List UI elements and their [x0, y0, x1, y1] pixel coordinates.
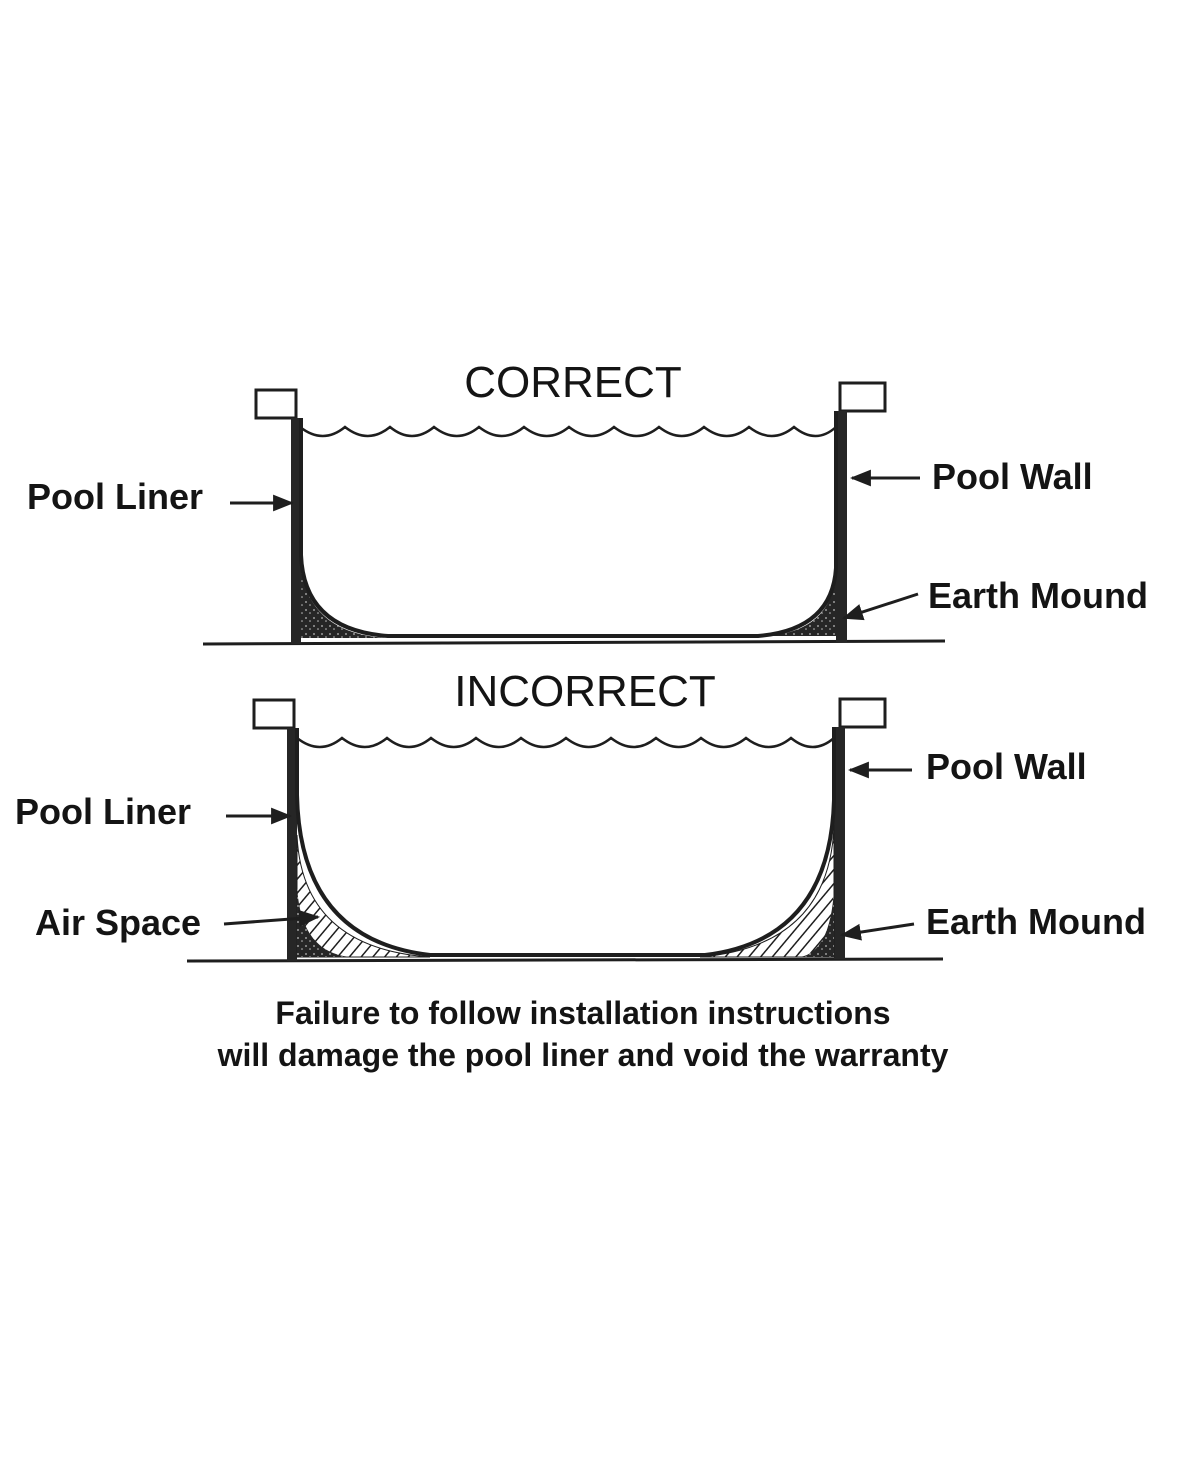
pool-liner	[299, 411, 838, 638]
label-pool-wall: Pool Wall	[926, 746, 1087, 787]
warning-line-1: Failure to follow installation instructi…	[275, 995, 890, 1031]
ground-line	[202, 639, 946, 646]
label-earth-mound: Earth Mound	[928, 575, 1148, 616]
right-wall-cap	[838, 697, 887, 729]
label-pool-liner: Pool Liner	[15, 791, 191, 832]
water-surface	[299, 425, 837, 438]
left-air-space	[296, 834, 431, 958]
ground-line	[186, 957, 944, 963]
water-surface	[296, 736, 835, 749]
correct-diagram: CORRECT Pool Liner Pool Wall Earth Mound	[27, 358, 1148, 646]
correct-title: CORRECT	[464, 358, 682, 407]
left-wall-cap	[254, 388, 298, 420]
air-space-pointer	[223, 910, 321, 927]
right-earth-mound	[765, 572, 836, 636]
label-pool-liner: Pool Liner	[27, 476, 203, 517]
pool-liner	[295, 727, 836, 957]
earth-mound-pointer	[842, 592, 919, 621]
right-earth-mound	[800, 890, 834, 957]
left-pool-wall	[287, 728, 297, 961]
left-earth-mound	[297, 885, 350, 957]
incorrect-title: INCORRECT	[454, 667, 716, 716]
right-pool-wall	[834, 727, 845, 959]
right-pool-wall	[836, 411, 847, 642]
left-pool-wall	[291, 418, 301, 644]
left-earth-mound	[301, 560, 385, 638]
label-earth-mound: Earth Mound	[926, 901, 1146, 942]
earth-mound-pointer	[839, 922, 915, 941]
warning-note: Failure to follow installation instructi…	[217, 995, 949, 1073]
warning-line-2: will damage the pool liner and void the …	[217, 1037, 949, 1073]
label-pool-wall: Pool Wall	[932, 456, 1093, 497]
left-wall-cap	[252, 698, 296, 730]
label-air-space: Air Space	[35, 902, 201, 943]
right-wall-cap	[838, 381, 887, 413]
incorrect-diagram: INCORRECT Pool Liner Air Space Pool Wall…	[15, 667, 1146, 963]
